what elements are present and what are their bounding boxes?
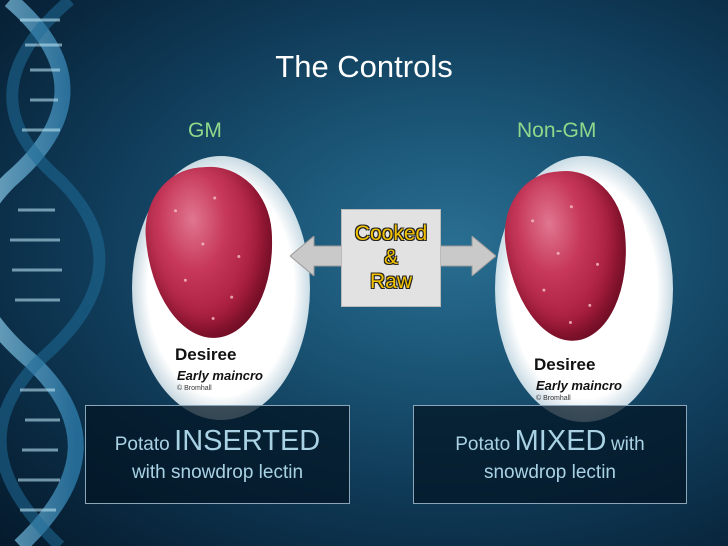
cooked-text: Cooked	[354, 222, 428, 245]
non-gm-desc-line2: snowdrop lectin	[483, 462, 617, 483]
non-gm-desc-prefix: Potato	[455, 434, 511, 455]
gm-photo-credit: © Bromhall	[177, 385, 212, 392]
gm-desc-emphasis: INSERTED	[174, 425, 321, 457]
gm-label: GM	[188, 119, 222, 142]
gm-variety-caption: Desiree Early maincro © Bromhall	[175, 345, 263, 392]
non-gm-description-box: Potato MIXED with snowdrop lectin	[413, 405, 687, 504]
non-gm-desc-suffix: with	[610, 434, 645, 455]
gm-variety-subtitle: Early maincro	[177, 368, 263, 383]
cooked-raw-box: Cooked & Raw	[341, 209, 441, 307]
slide-title: The Controls	[275, 49, 453, 84]
gm-description-box: Potato INSERTED with snowdrop lectin	[85, 405, 350, 504]
non-gm-photo-credit: © Bromhall	[536, 395, 571, 402]
gm-desc-line2: with snowdrop lectin	[131, 462, 304, 483]
raw-text: Raw	[369, 270, 412, 293]
gm-desc-prefix: Potato	[114, 434, 170, 455]
non-gm-label: Non-GM	[517, 119, 597, 142]
dna-helix-decoration	[0, 0, 106, 546]
non-gm-variety-subtitle: Early maincro	[536, 378, 622, 393]
non-gm-variety-name: Desiree	[534, 355, 596, 374]
non-gm-variety-caption: Desiree Early maincro © Bromhall	[534, 355, 622, 402]
ampersand-text: &	[383, 246, 398, 269]
non-gm-desc-emphasis: MIXED	[514, 425, 607, 457]
gm-variety-name: Desiree	[175, 345, 237, 364]
